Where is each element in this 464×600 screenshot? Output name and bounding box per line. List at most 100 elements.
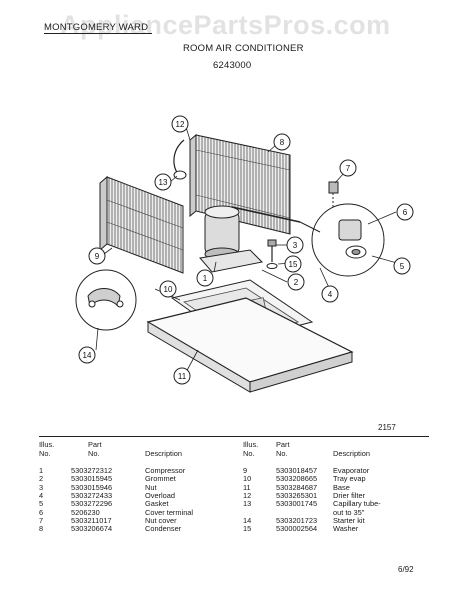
- table-rule: [39, 436, 429, 437]
- base-pan: [146, 297, 354, 393]
- left-row-part: 5303015945: [71, 474, 113, 484]
- callout-number-4: 4: [328, 290, 333, 299]
- right-row-part: 5303265301: [276, 490, 318, 500]
- left-row-part: 5303272433: [71, 490, 113, 500]
- right-row-part: 5300002564: [276, 524, 318, 534]
- watermark: AppliancePartsPros.com: [60, 10, 391, 40]
- drier-filter: [173, 139, 187, 180]
- right-row-desc: Drier filter: [333, 490, 366, 500]
- left-desc-header: Description: [145, 449, 182, 458]
- right-row-desc: Base: [333, 482, 350, 492]
- callout-number-13: 13: [159, 178, 168, 187]
- right-row-no: 9: [243, 466, 248, 475]
- right-row-no: 14: [243, 515, 252, 525]
- left-row-desc: Nut cover: [145, 515, 177, 525]
- right-row-no: 11: [243, 482, 251, 492]
- left-row-desc: Cover terminal: [145, 507, 194, 517]
- callout-circle-12: [171, 115, 189, 133]
- left-row-no: 1: [39, 466, 44, 475]
- left-row-desc: Overload: [145, 490, 175, 500]
- callout-circle-8: [273, 133, 291, 151]
- left-row-no: 3: [39, 482, 44, 492]
- left-illus-header: Illus. No.: [39, 440, 55, 458]
- right-part-header: Part No.: [276, 440, 290, 458]
- callout-number-6: 6: [403, 208, 408, 217]
- callout-number-15: 15: [289, 260, 298, 269]
- callout-circle-6: [396, 203, 414, 221]
- callout-circle-3: [286, 236, 304, 254]
- left-row-no: 4: [39, 490, 44, 500]
- left-row-part: 5303206674: [71, 524, 113, 534]
- callout-number-5: 5: [400, 262, 405, 271]
- left-row-desc: Nut: [145, 482, 157, 492]
- callout-number-3: 3: [293, 241, 298, 250]
- nut-cover: [328, 181, 339, 208]
- right-row-desc: Tray evap: [333, 474, 366, 484]
- callout-circle-10: [159, 280, 177, 298]
- overload-detail: [299, 203, 385, 277]
- callout-circle-11: [173, 367, 191, 385]
- evaporator: [99, 175, 184, 274]
- right-row-desc: Washer: [333, 524, 359, 534]
- callout-circle-5: [393, 257, 411, 275]
- callout-number-1: 1: [203, 274, 208, 283]
- left-row-desc: Gasket: [145, 499, 169, 509]
- compressor: [199, 205, 301, 273]
- left-row-no: 2: [39, 474, 44, 484]
- left-row-part: 5303272312: [71, 466, 113, 475]
- callout-circle-4: [321, 285, 339, 303]
- callout-number-7: 7: [346, 164, 351, 173]
- right-row-no: 12: [243, 490, 252, 500]
- callout-circle-13: [154, 173, 172, 191]
- left-row-desc: Compressor: [145, 466, 186, 475]
- right-row-no: 10: [243, 474, 252, 484]
- left-row-part: 5303272296: [71, 499, 113, 509]
- callout-number-9: 9: [95, 252, 100, 261]
- callout-number-8: 8: [280, 138, 285, 147]
- callout-circle-9: [88, 247, 106, 265]
- right-row-no: 13: [243, 499, 252, 509]
- right-row-no: 15: [243, 524, 252, 534]
- left-row-no: 8: [39, 524, 44, 534]
- right-row-part: 5303208665: [276, 474, 318, 484]
- left-row-no: 6: [39, 507, 44, 517]
- brand-underline: [44, 33, 152, 34]
- footer-date: 6/92: [398, 565, 414, 574]
- left-row-no: 5: [39, 499, 44, 509]
- callout-circle-15: [284, 255, 302, 273]
- left-row-desc: Grommet: [145, 474, 176, 484]
- left-row-part: 5303015946: [71, 482, 113, 492]
- right-row-desc: Capillary tube- out to 35": [333, 499, 381, 517]
- callout-circle-7: [339, 159, 357, 177]
- callout-circle-1: [196, 269, 214, 287]
- left-row-no: 7: [39, 515, 44, 525]
- right-row-part: 5303201723: [276, 515, 318, 525]
- callout-circle-14: [78, 346, 96, 364]
- callout-number-10: 10: [164, 285, 173, 294]
- brand-name: MONTGOMERY WARD: [44, 22, 149, 33]
- bolt: [266, 239, 278, 269]
- right-desc-header: Description: [333, 449, 370, 458]
- right-illus-header: Illus. No.: [243, 440, 259, 458]
- right-row-desc: Starter kit: [333, 515, 365, 525]
- callout-number-11: 11: [178, 372, 187, 381]
- callout-number-12: 12: [176, 120, 185, 129]
- figure-number: 2157: [378, 423, 396, 432]
- callout-number-14: 14: [83, 351, 92, 360]
- left-row-desc: Condenser: [145, 524, 182, 534]
- right-row-desc: Evaporator: [333, 466, 370, 475]
- right-row-part: 5303284687: [276, 482, 318, 492]
- model-number: 6243000: [213, 60, 252, 71]
- callout-circle-2: [287, 273, 305, 291]
- callout-number-2: 2: [294, 278, 299, 287]
- left-row-part: 5303211017: [71, 515, 112, 525]
- right-row-part: 5303018457: [276, 466, 318, 475]
- page-title: ROOM AIR CONDITIONER: [183, 43, 304, 54]
- starter-kit-detail: [75, 269, 137, 331]
- right-row-part: 5303001745: [276, 499, 318, 509]
- left-row-part: 5206230: [71, 507, 100, 517]
- left-part-header: Part No.: [88, 440, 102, 458]
